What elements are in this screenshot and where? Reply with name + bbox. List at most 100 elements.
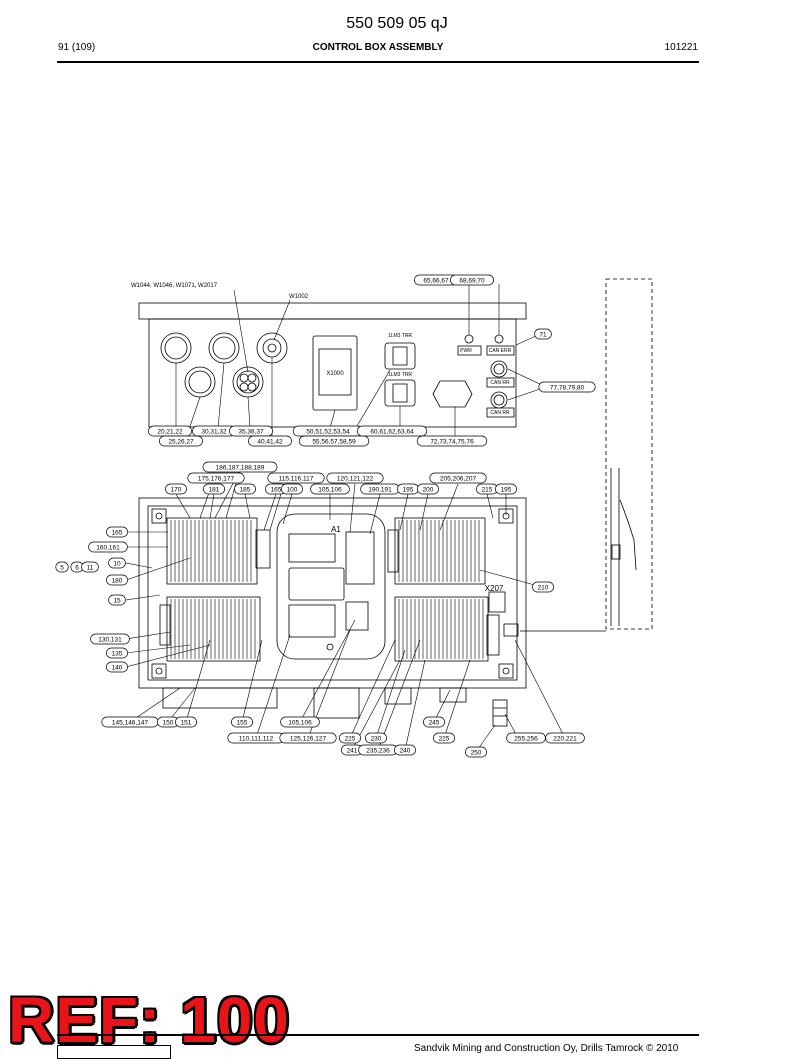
callout-bubble xyxy=(280,716,320,728)
callout-label: 240 xyxy=(400,747,411,754)
callout-label: 125,126,127 xyxy=(290,735,327,742)
callout-bubble xyxy=(423,716,445,728)
callout-bubble xyxy=(159,435,203,447)
callout-label: 35,36,37 xyxy=(238,428,264,435)
indicator-label: PWR xyxy=(460,348,472,354)
callout-label: 55,56,57,58,59 xyxy=(312,438,356,445)
connector-label: X1000 xyxy=(326,371,344,377)
wire-label: W1044, W1046, W1071, W2017 xyxy=(131,283,218,289)
callout-bubble xyxy=(229,425,273,437)
footer-logo xyxy=(57,1045,171,1059)
callout-label: 105,106 xyxy=(318,486,342,493)
callout-bubble xyxy=(416,435,488,447)
callout-label: 120,121,122 xyxy=(337,475,374,482)
callout-label: 200 xyxy=(423,486,434,493)
callout-label: 151 xyxy=(181,719,192,726)
callout-label: 140 xyxy=(112,664,123,671)
callout-bubble xyxy=(90,633,130,645)
callout-label: 160,161 xyxy=(96,544,120,551)
callout-label: 170 xyxy=(171,486,182,493)
callout-bubble xyxy=(538,381,596,393)
callout-label: 30,31,32 xyxy=(201,428,227,435)
callout-bubble xyxy=(298,435,370,447)
callout-bubble xyxy=(108,557,126,569)
footer-rule xyxy=(57,1034,699,1036)
callout-label: 110,111,112 xyxy=(239,735,274,742)
callout-label: 215 xyxy=(482,486,493,493)
callout-label: 5 xyxy=(60,564,64,571)
callout-bubble xyxy=(175,716,197,728)
callout-bubble xyxy=(106,661,128,673)
wire-label: W1002 xyxy=(289,294,309,300)
callout-label: 145,146,147 xyxy=(112,719,149,726)
callout-bubble xyxy=(279,732,337,744)
callout-label: 155 xyxy=(237,719,248,726)
callout-bubble xyxy=(248,435,292,447)
connector-label: 1LM3 TRR xyxy=(388,333,412,339)
footer-text: Sandvik Mining and Construction Oy, Dril… xyxy=(414,1043,679,1054)
callout-label: 195 xyxy=(501,486,512,493)
callout-label: 100 xyxy=(287,486,298,493)
callout-bubble xyxy=(55,561,69,573)
callout-label: 11 xyxy=(87,564,94,571)
callout-label: 186,187,188,189 xyxy=(216,464,265,471)
callout-label: 230 xyxy=(371,735,382,742)
callout-label: 115,116,117 xyxy=(279,475,314,482)
header-rule xyxy=(57,61,699,63)
callout-bubble xyxy=(106,574,128,586)
callout-label: 150 xyxy=(163,719,174,726)
callout-label: 130,131 xyxy=(98,636,122,643)
callout-label: 165 xyxy=(112,529,123,536)
page-count: 91 (109) xyxy=(58,42,96,53)
callout-label: 220,221 xyxy=(553,735,577,742)
callout-label: 165 xyxy=(271,486,282,493)
callout-bubble xyxy=(310,483,350,495)
callout-label: 71 xyxy=(539,331,547,338)
callout-label: 225 xyxy=(345,735,356,742)
callout-label: 175,176,177 xyxy=(198,475,235,482)
callout-bubble xyxy=(545,732,585,744)
callout-bubble xyxy=(281,483,303,495)
indicator-label: CAN RR xyxy=(490,380,510,386)
callout-bubble xyxy=(532,581,554,593)
indicator-label: CAN ERR xyxy=(489,348,512,354)
callout-bubble xyxy=(326,472,384,484)
callout-label: 10 xyxy=(113,560,121,567)
section-title: CONTROL BOX ASSEMBLY xyxy=(312,42,444,53)
doc-number: 550 509 05 qJ xyxy=(346,15,448,32)
callout-label: 235,236 xyxy=(366,747,390,754)
callout-bubble xyxy=(203,483,225,495)
board-label: X207 xyxy=(485,584,504,593)
callout-bubble xyxy=(450,274,494,286)
callout-bubble xyxy=(465,746,487,758)
callout-bubble xyxy=(417,483,439,495)
callout-label: 245 xyxy=(429,719,440,726)
callout-label: 15 xyxy=(113,597,121,604)
callout-label: 20,21,22 xyxy=(157,428,183,435)
callout-bubble xyxy=(234,483,256,495)
callout-label: 205,206,207 xyxy=(440,475,477,482)
callout-bubble xyxy=(433,732,455,744)
callout-label: 255,256 xyxy=(514,735,538,742)
callout-label: 77,78,79,80 xyxy=(550,384,585,391)
callout-label: 50,51,52,53,54 xyxy=(306,428,350,435)
callout-label: 250 xyxy=(471,749,482,756)
callout-label: 135 xyxy=(112,650,123,657)
callout-bubble xyxy=(429,472,487,484)
callout-label: 195 xyxy=(403,486,414,493)
callout-bubble xyxy=(81,561,99,573)
callout-label: 185 xyxy=(240,486,251,493)
callout-label: 60,61,62,63,64 xyxy=(370,428,414,435)
doc-date: 101221 xyxy=(664,42,698,53)
callout-bubble xyxy=(356,425,428,437)
callout-bubble xyxy=(267,472,325,484)
callout-label: 210 xyxy=(538,584,549,591)
callout-bubble xyxy=(165,483,187,495)
callout-label: 25,26,27 xyxy=(168,438,194,445)
reference-stamp: REF: 100 xyxy=(8,984,290,1056)
callout-bubble xyxy=(365,732,387,744)
callout-bubble xyxy=(108,594,126,606)
callout-bubble xyxy=(339,732,361,744)
connector-label: 1LM3 TRR xyxy=(388,372,412,378)
